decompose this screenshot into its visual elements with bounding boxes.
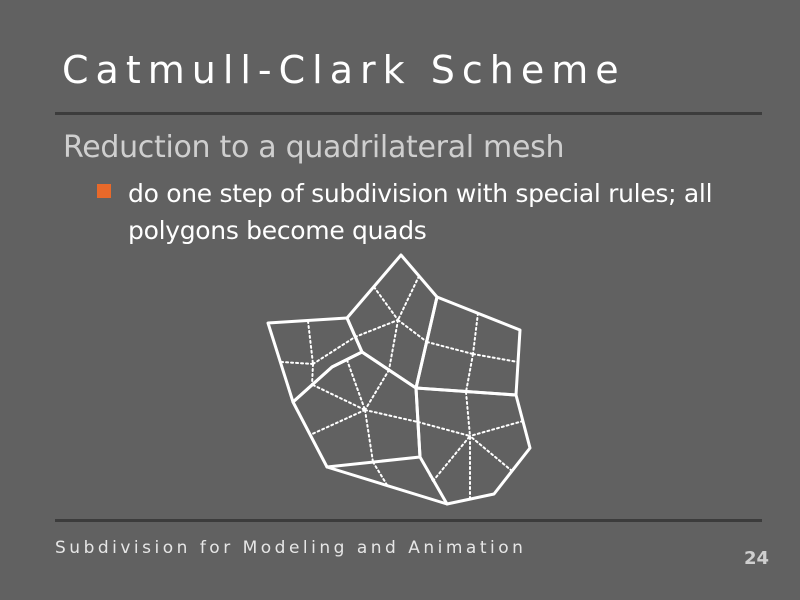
refined-edge [311,363,314,386]
coarse-mesh-edges [266,253,532,506]
refined-edge [373,286,399,321]
refined-edge [307,320,314,365]
refined-edge [312,384,366,411]
footer-divider [55,519,762,522]
refined-edge [472,353,519,363]
refined-edge [364,409,419,423]
page-number: 24 [744,548,770,569]
refined-edge [397,319,428,343]
refined-edge [472,312,479,355]
refined-edge [354,319,399,338]
refined-edge [372,461,388,486]
coarse-face-bottomright [414,386,532,506]
refined-edge [312,336,356,365]
refined-edge [432,435,471,482]
refined-edge [397,275,420,321]
refined-edge [417,421,471,437]
refined-edge [469,435,513,472]
slide-title: Catmull-Clark Scheme [62,48,626,92]
refined-edge [281,361,314,365]
footer-text: Subdivision for Modeling and Animation [55,538,527,558]
refined-edge [309,409,366,436]
refined-edge [388,319,399,371]
bullet-square-icon [97,184,111,198]
bullet-text: do one step of subdivision with special … [128,179,713,245]
refined-edge [465,391,471,437]
refined-edge [364,409,374,463]
refined-edge [346,359,366,411]
title-divider [55,112,762,115]
refined-edge [364,369,390,411]
refined-edge [465,353,474,393]
refined-edge [419,456,434,482]
refined-edge [426,341,474,355]
refined-edge [469,420,524,437]
refined-mesh-edges [281,275,524,500]
slide-subtitle: Reduction to a quadrilateral mesh [63,130,565,165]
